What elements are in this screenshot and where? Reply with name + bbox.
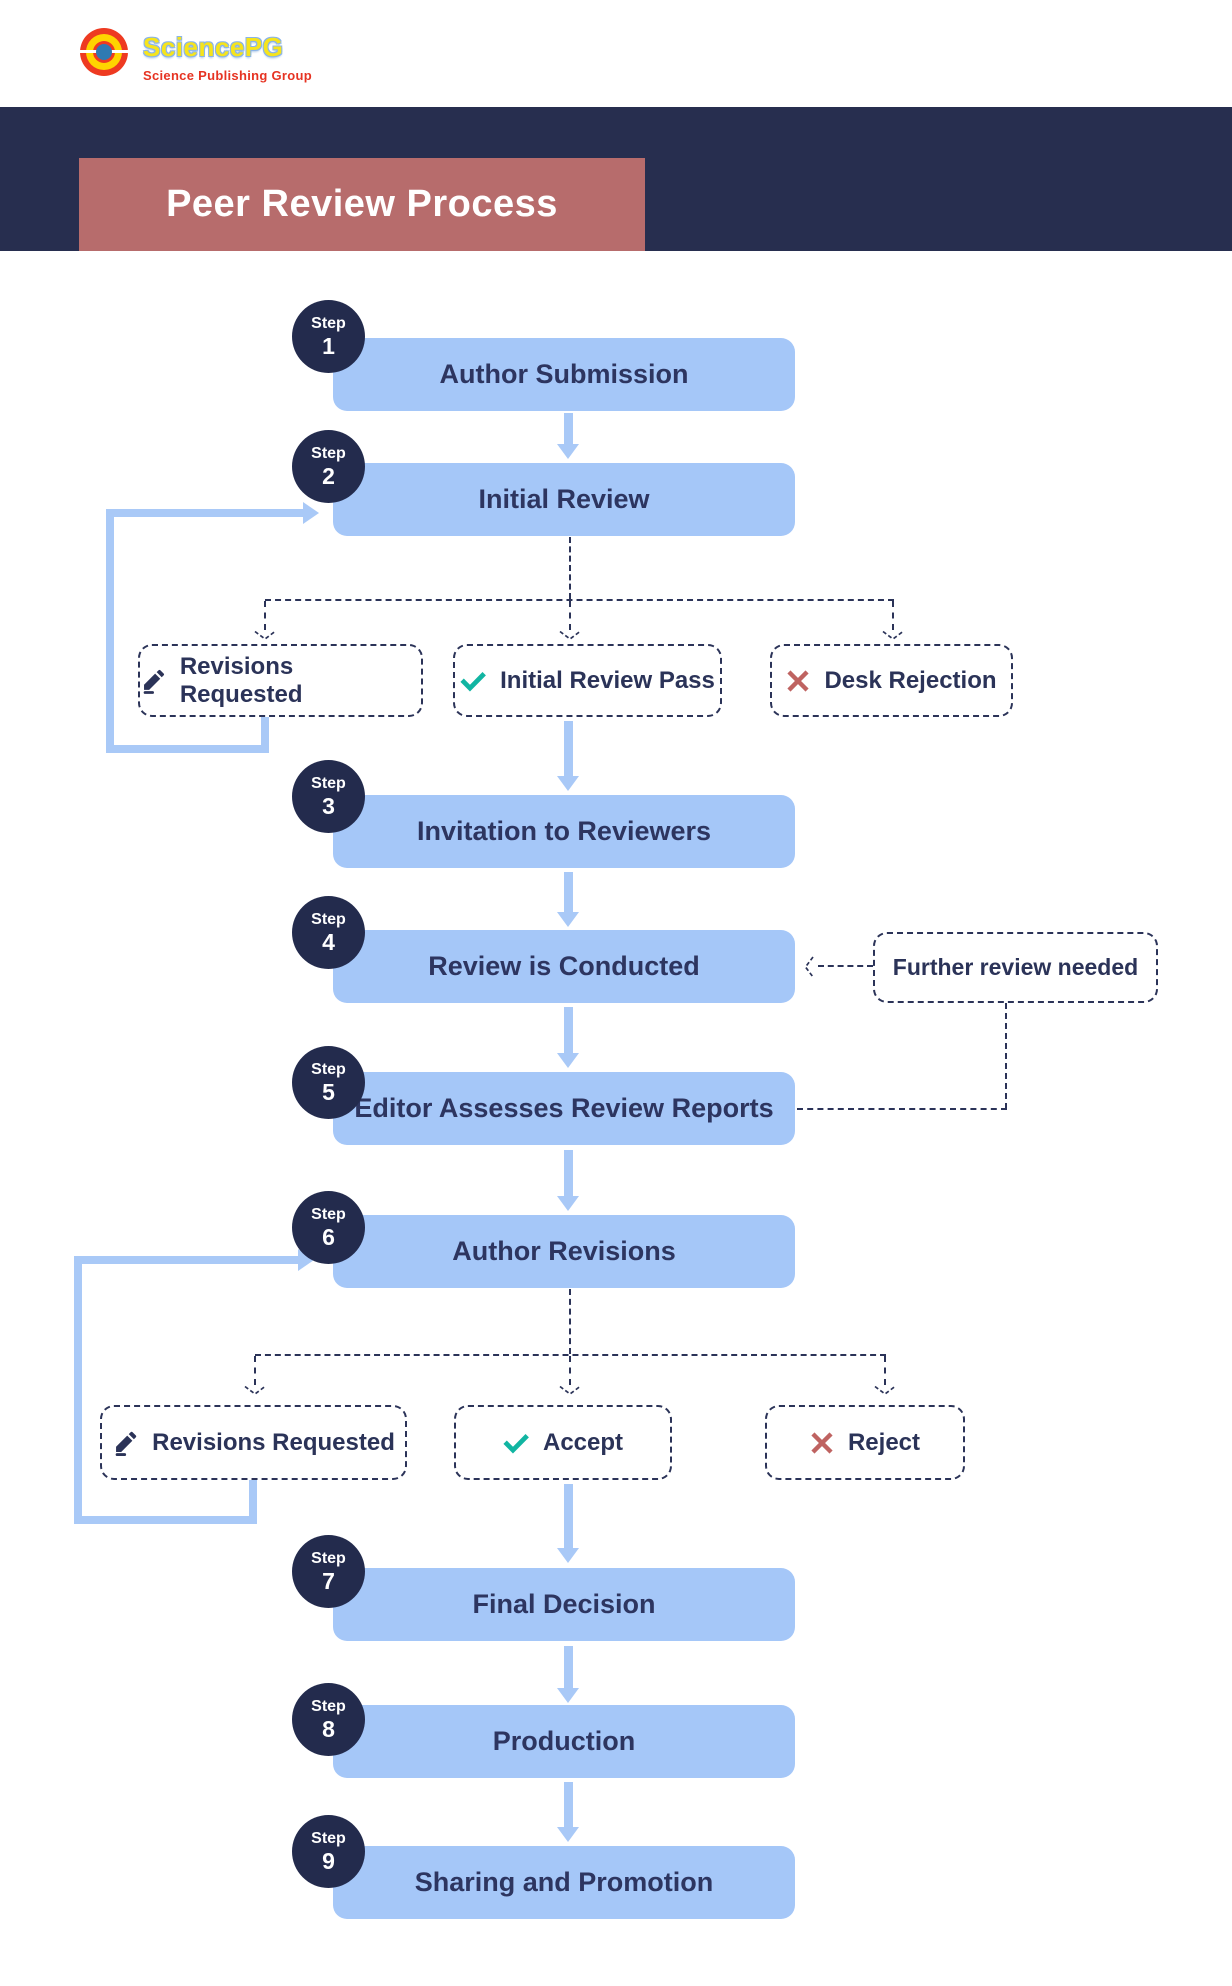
arrow-accept-7 bbox=[564, 1484, 573, 1548]
step-bar-label: Sharing and Promotion bbox=[414, 1867, 714, 1897]
step-bar-label: Production bbox=[492, 1726, 636, 1756]
dashed-arrowhead-down-icon bbox=[244, 1385, 266, 1396]
dashed-arrowhead-down-icon bbox=[882, 630, 904, 641]
step-bar-label: Initial Review bbox=[478, 484, 650, 514]
loop1-bottom bbox=[106, 745, 269, 753]
step-bar-invitation-to-reviewers: Invitation to Reviewers bbox=[333, 795, 795, 868]
outcome-revisions-requested-2: Revisions Requested bbox=[100, 1405, 407, 1480]
dashed-arrowhead-down-icon bbox=[559, 1385, 581, 1396]
branch2-rail bbox=[255, 1354, 886, 1356]
arrow-pass-3 bbox=[564, 721, 573, 776]
branch2-drop-mid bbox=[569, 1356, 571, 1385]
further-review-note: Further review needed bbox=[873, 932, 1158, 1003]
loop1-left bbox=[106, 509, 114, 753]
arrow-pass-3-head bbox=[557, 776, 579, 791]
branch2-drop-right bbox=[884, 1356, 886, 1385]
outcome-accept: Accept bbox=[454, 1405, 672, 1480]
outcome-label: Reject bbox=[847, 1428, 921, 1456]
loop2-top bbox=[74, 1256, 298, 1264]
arrow-7-8-head bbox=[557, 1688, 579, 1703]
logo-name: SciencePG bbox=[143, 32, 284, 62]
x-icon bbox=[787, 669, 810, 692]
step-bar-label: Invitation to Reviewers bbox=[416, 816, 712, 846]
arrow-1-2-head bbox=[557, 444, 579, 459]
note-to-step5-line bbox=[797, 1108, 1007, 1110]
outcome-label: Revisions Requested bbox=[179, 652, 303, 708]
outcome-initial-review-pass: Initial Review Pass bbox=[453, 644, 722, 717]
check-icon bbox=[503, 1433, 529, 1454]
step-bar-label: Author Submission bbox=[439, 359, 689, 389]
step-bar-label: Final Decision bbox=[472, 1589, 656, 1619]
dashed-arrowhead-down-icon bbox=[254, 630, 276, 641]
outcome-revisions-requested-1: Revisions Requested bbox=[138, 644, 423, 717]
check-icon bbox=[460, 671, 487, 692]
branch1-drop-right bbox=[892, 601, 894, 630]
loop2-bottom bbox=[74, 1516, 257, 1524]
dashed-arrowhead-down-icon bbox=[874, 1385, 896, 1396]
arrow-4-5-head bbox=[557, 1053, 579, 1068]
branch1-stem bbox=[569, 537, 571, 599]
branch1-drop-mid bbox=[569, 601, 571, 630]
step-bar-label: Editor Assesses Review Reports bbox=[354, 1093, 774, 1123]
step-bar-production: Production bbox=[333, 1705, 795, 1778]
step-bar-label: Author Revisions bbox=[452, 1236, 676, 1266]
branch1-rail bbox=[265, 599, 894, 601]
arrow-3-4 bbox=[564, 872, 573, 912]
loop2-drop bbox=[249, 1480, 257, 1524]
logo-tagline: Science Publishing Group bbox=[143, 68, 313, 83]
outcome-label: Desk Rejection bbox=[824, 666, 997, 694]
page-title-box: Peer Review Process bbox=[79, 158, 645, 251]
step-bar-initial-review: Initial Review bbox=[333, 463, 795, 536]
branch1-drop-left bbox=[264, 601, 266, 630]
branch2-drop-left bbox=[254, 1356, 256, 1385]
arrow-4-5 bbox=[564, 1007, 573, 1053]
step-bar-final-decision: Final Decision bbox=[333, 1568, 795, 1641]
step-bar-sharing-promotion: Sharing and Promotion bbox=[333, 1846, 795, 1919]
loop1-drop bbox=[261, 717, 269, 753]
sciencepg-logo: SciencePG Science Publishing Group bbox=[80, 26, 312, 83]
arrow-8-9-head bbox=[557, 1827, 579, 1842]
arrow-accept-7-head bbox=[557, 1548, 579, 1563]
outcome-label: Initial Review Pass bbox=[500, 666, 715, 694]
step-bar-review-is-conducted: Review is Conducted bbox=[333, 930, 795, 1003]
dashed-arrowhead-down-icon bbox=[559, 630, 581, 641]
outcome-label: Revisions Requested bbox=[152, 1428, 395, 1456]
step-bar-label: Review is Conducted bbox=[428, 951, 700, 981]
arrow-3-4-head bbox=[557, 912, 579, 927]
page-title: Peer Review Process bbox=[166, 183, 558, 225]
step-bar-author-revisions: Author Revisions bbox=[333, 1215, 795, 1288]
arrow-1-2 bbox=[564, 413, 573, 444]
note-down-line bbox=[1005, 1003, 1007, 1109]
outcome-label: Accept bbox=[542, 1428, 624, 1456]
dashed-arrowhead-left-icon bbox=[804, 956, 814, 978]
pen-icon bbox=[115, 1431, 137, 1456]
step-bar-editor-assesses: Editor Assesses Review Reports bbox=[333, 1072, 795, 1145]
loop2-left bbox=[74, 1256, 82, 1524]
loop1-top bbox=[106, 509, 303, 517]
arrow-7-8 bbox=[564, 1646, 573, 1688]
note-label: Further review needed bbox=[892, 954, 1139, 980]
pen-icon bbox=[143, 669, 165, 694]
outcome-desk-rejection: Desk Rejection bbox=[770, 644, 1013, 717]
note-arrow-line bbox=[818, 965, 873, 967]
arrow-5-6-head bbox=[557, 1196, 579, 1211]
x-icon bbox=[811, 1431, 833, 1454]
branch2-stem bbox=[569, 1289, 571, 1354]
loop1-arrowhead bbox=[303, 502, 319, 524]
arrow-5-6 bbox=[564, 1150, 573, 1196]
outcome-reject: Reject bbox=[765, 1405, 965, 1480]
arrow-8-9 bbox=[564, 1782, 573, 1827]
step-bar-author-submission: Author Submission bbox=[333, 338, 795, 411]
sciencepg-logo-icon bbox=[80, 26, 128, 78]
